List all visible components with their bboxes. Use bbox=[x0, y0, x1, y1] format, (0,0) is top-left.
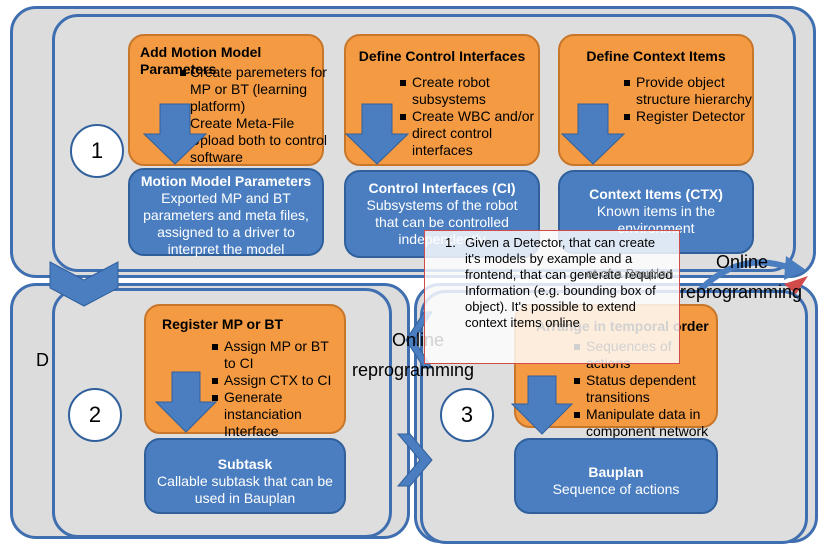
control-interfaces-box: Control Interfaces (CI) Subsystems of th… bbox=[344, 170, 540, 258]
chevron-right-middle bbox=[396, 433, 433, 487]
online-label-top: Online bbox=[716, 252, 769, 272]
define-control-interfaces-title: Define Control Interfaces bbox=[358, 48, 526, 64]
step-1-circle: 1 bbox=[70, 124, 124, 178]
tooltip-text: Given a Detector, that can create it's m… bbox=[465, 235, 673, 330]
bullet: Generate instanciation Interface bbox=[210, 389, 344, 440]
motion-model-parameters-title: Motion Model Parameters bbox=[140, 173, 312, 189]
detector-tooltip: 1. Given a Detector, that can create it'… bbox=[424, 230, 680, 364]
down-arrow-ci bbox=[344, 103, 410, 165]
add-motion-model-title: Add Motion Model bbox=[140, 44, 262, 60]
down-arrow-arrange bbox=[510, 375, 574, 435]
step-2-circle: 2 bbox=[68, 388, 122, 442]
reprogramming-label-middle: reprogramming bbox=[352, 360, 475, 380]
bullet: Create paremeters for MP or BT (learning… bbox=[178, 64, 328, 115]
bullet: Assign CTX to CI bbox=[210, 372, 344, 389]
down-arrow-ctx bbox=[560, 103, 626, 165]
subtask-title: Subtask bbox=[217, 456, 273, 472]
bullet: Create WBC and/or direct control interfa… bbox=[398, 108, 538, 159]
register-bullets: Assign MP or BT to CI Assign CTX to CI G… bbox=[210, 338, 344, 440]
bullet: Provide object structure hierarchy bbox=[622, 74, 752, 108]
reprogramming-label-top: reprogramming bbox=[680, 282, 803, 302]
bullet: Manipulate data in component network bbox=[572, 406, 718, 440]
red-arrow-head bbox=[784, 276, 808, 294]
control-interfaces-title: Control Interfaces (CI) bbox=[368, 180, 516, 196]
define-control-interfaces-box: Define Control Interfaces Create robot s… bbox=[344, 34, 540, 166]
chevron-down-left bbox=[49, 261, 119, 307]
bullet: Status dependent transitions bbox=[572, 372, 718, 406]
bauplan-box: Bauplan Sequence of actions bbox=[514, 438, 718, 514]
down-arrow-register bbox=[154, 371, 218, 433]
down-arrow-mm bbox=[142, 103, 208, 165]
register-mp-bt-title: Register MP or BT bbox=[162, 316, 284, 332]
step-3-circle: 3 bbox=[440, 388, 494, 442]
tooltip-number: 1. bbox=[445, 235, 456, 250]
define-context-items-title: Define Context Items bbox=[586, 48, 726, 64]
bullet: Register Detector bbox=[622, 108, 752, 125]
add-motion-model-bullets: Create paremeters for MP or BT (learning… bbox=[178, 64, 328, 166]
define-ci-bullets: Create robot subsystems Create WBC and/o… bbox=[398, 74, 538, 159]
bullet: Assign MP or BT to CI bbox=[210, 338, 344, 372]
tooltip-ghost-text: et of a Bauplan bbox=[586, 266, 674, 281]
motion-model-parameters-box: Motion Model Parameters Exported MP and … bbox=[128, 168, 324, 257]
context-items-title: Context Items (CTX) bbox=[589, 186, 723, 202]
bullet: Create robot subsystems bbox=[398, 74, 538, 108]
online-arrow-top bbox=[697, 259, 792, 293]
define-ctx-bullets: Provide object structure hierarchy Regis… bbox=[622, 74, 752, 125]
motion-model-parameters-desc: Exported MP and BT parameters and meta f… bbox=[143, 190, 309, 257]
subtask-box: Subtask Callable subtask that can be use… bbox=[144, 438, 346, 514]
fragment-d: D bbox=[36, 350, 49, 370]
online-arrow-top-head bbox=[784, 256, 806, 280]
bauplan-desc: Sequence of actions bbox=[552, 481, 680, 497]
bullet: Upload both to control software bbox=[178, 132, 328, 166]
add-motion-model-title-2: Parameters bbox=[140, 61, 217, 77]
subtask-desc: Callable subtask that can be used in Bau… bbox=[157, 473, 333, 506]
bauplan-title: Bauplan bbox=[588, 464, 644, 480]
